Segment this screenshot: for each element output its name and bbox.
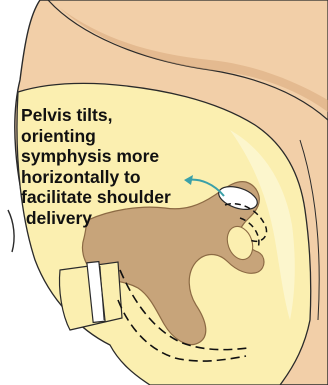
annotation-line: symphysis more — [21, 146, 251, 167]
annotation-line: horizontally to — [21, 167, 251, 188]
annotation-line: Pelvis tilts, — [21, 105, 251, 126]
tilt-annotation: Pelvis tilts, orienting symphysis more h… — [21, 105, 251, 228]
annotation-line: orienting — [21, 126, 251, 147]
annotation-line: delivery — [21, 208, 251, 229]
left-contour — [8, 210, 14, 252]
annotation-line: facilitate shoulder — [21, 187, 251, 208]
